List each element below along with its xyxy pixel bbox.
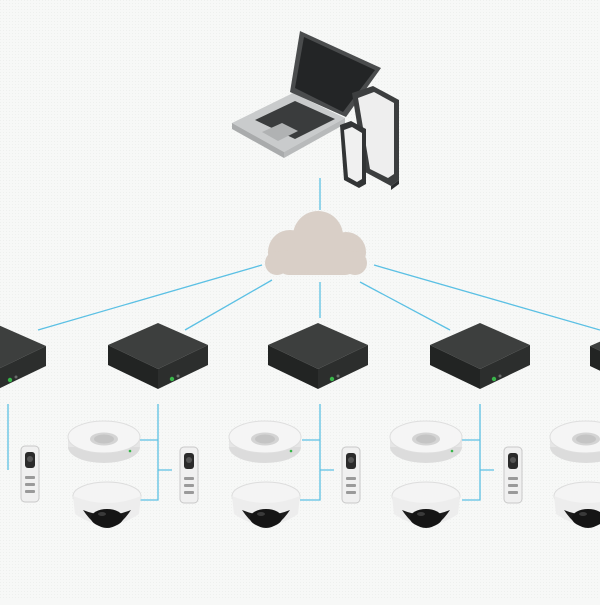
device-links (7, 404, 494, 501)
speaker-icon (549, 420, 600, 464)
cloud-icon (265, 211, 367, 275)
speaker-icon (389, 420, 463, 464)
door-station-icon (503, 446, 523, 504)
link-cloud-recorder-2 (184, 279, 273, 331)
network-links (37, 178, 600, 331)
link-cloud-recorder-1 (37, 264, 263, 331)
device-group-1 (20, 445, 40, 503)
speaker-icon (228, 420, 302, 464)
laptop-icon (232, 31, 381, 158)
link-recorder-4-devices (462, 404, 494, 501)
door-station-icon (179, 446, 199, 504)
client-devices (232, 31, 399, 190)
smartphone-icon (340, 121, 366, 188)
door-station-icon (341, 446, 361, 504)
link-cloud-recorder-4 (359, 281, 451, 331)
link-cloud-recorder-5 (373, 264, 600, 331)
door-station-icon (20, 445, 40, 503)
link-recorder-3-devices (300, 404, 334, 501)
link-recorder-2-devices (140, 404, 172, 501)
speaker-icon (67, 420, 141, 464)
